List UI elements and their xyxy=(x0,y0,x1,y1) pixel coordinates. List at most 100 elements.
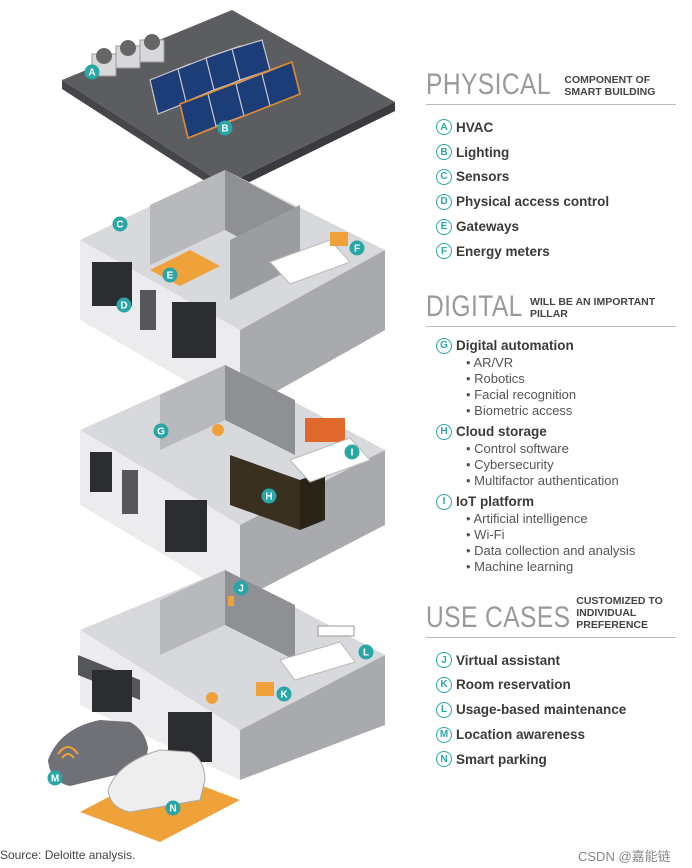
item-label: Physical access control xyxy=(456,194,610,210)
marker-a: A xyxy=(84,64,100,80)
letter-badge: L xyxy=(436,701,452,718)
cars xyxy=(48,720,240,842)
subitem: Biometric access xyxy=(466,403,676,419)
section-subtitle: WILL BE AN IMPORTANT PILLAR xyxy=(529,295,656,320)
letter-badge: E xyxy=(436,218,452,235)
svg-text:A: A xyxy=(88,68,95,79)
item-label: Virtual assistant xyxy=(456,652,561,668)
subitem-list: Control software Cybersecurity Multifact… xyxy=(466,441,676,489)
section-header: USE CASES CUSTOMIZED TO INDIVIDUAL PREFE… xyxy=(426,593,676,638)
letter-badge: H xyxy=(436,423,452,440)
letter-badge: F xyxy=(436,243,452,260)
subitem-list: AR/VR Robotics Facial recognition Biomet… xyxy=(466,355,676,419)
section-usecases: USE CASES CUSTOMIZED TO INDIVIDUAL PREFE… xyxy=(426,593,676,772)
item-label: Lighting xyxy=(456,144,510,160)
marker-h: H xyxy=(261,488,277,504)
marker-f: F xyxy=(349,240,365,256)
floor-ground xyxy=(78,570,385,780)
marker-j: J xyxy=(233,580,249,596)
marker-d: D xyxy=(116,297,132,313)
section-title: PHYSICAL xyxy=(426,68,551,101)
item-label: Digital automation xyxy=(456,338,574,354)
letter-badge: I xyxy=(436,493,452,510)
item-label: Usage-based maintenance xyxy=(456,702,627,718)
marker-k: K xyxy=(276,686,292,702)
subitem: Wi-Fi xyxy=(466,527,676,543)
item-label: Location awareness xyxy=(456,727,586,743)
svg-text:I: I xyxy=(351,448,354,459)
section-header: DIGITAL WILL BE AN IMPORTANT PILLAR xyxy=(426,282,676,327)
svg-text:J: J xyxy=(238,584,244,595)
subitem-list: Artificial intelligence Wi-Fi Data colle… xyxy=(466,511,676,575)
letter-badge: B xyxy=(436,144,452,161)
section-subtitle: COMPONENT OF SMART BUILDING xyxy=(564,74,656,98)
item-label: Room reservation xyxy=(456,677,571,693)
marker-n: N xyxy=(165,800,181,816)
subitem: Cybersecurity xyxy=(466,457,676,473)
item-label: Cloud storage xyxy=(456,424,547,440)
svg-text:D: D xyxy=(120,301,127,312)
letter-badge: A xyxy=(436,119,452,136)
subitem: Machine learning xyxy=(466,559,676,575)
letter-badge: M xyxy=(436,726,452,743)
watermark: CSDN @嘉能链 xyxy=(578,849,671,864)
svg-text:N: N xyxy=(169,804,176,815)
svg-text:B: B xyxy=(221,124,228,135)
letter-badge: K xyxy=(436,676,452,693)
item-label: Gateways xyxy=(456,219,520,235)
item-label: Sensors xyxy=(456,169,510,185)
subitem: AR/VR xyxy=(466,355,676,371)
smart-building-illustration: A B C D E F G H I J K L M N xyxy=(47,10,395,842)
marker-c: C xyxy=(112,216,128,232)
subitem: Facial recognition xyxy=(466,387,676,403)
section-title: DIGITAL xyxy=(426,289,523,323)
svg-text:M: M xyxy=(51,774,59,785)
marker-g: G xyxy=(153,423,169,439)
marker-l: L xyxy=(358,644,374,660)
marker-i: I xyxy=(344,444,360,460)
svg-text:C: C xyxy=(116,220,123,231)
section-header: PHYSICAL COMPONENT OF SMART BUILDING xyxy=(426,60,676,105)
source-note: Source: Deloitte analysis. xyxy=(0,848,136,862)
floor-middle xyxy=(80,365,385,600)
svg-text:E: E xyxy=(167,271,174,282)
marker-e: E xyxy=(162,267,178,283)
marker-b: B xyxy=(217,120,233,136)
svg-text:L: L xyxy=(363,648,369,659)
subitem: Multifactor authentication xyxy=(466,473,676,489)
subitem: Data collection and analysis xyxy=(466,543,676,559)
svg-text:H: H xyxy=(265,492,272,503)
letter-badge: N xyxy=(436,751,452,768)
marker-m: M xyxy=(47,770,63,786)
svg-text:G: G xyxy=(157,427,165,438)
item-label: HVAC xyxy=(456,119,494,135)
letter-badge: D xyxy=(436,193,452,210)
item-label: Smart parking xyxy=(456,751,547,767)
letter-badge: J xyxy=(436,652,452,669)
svg-text:K: K xyxy=(280,690,288,701)
roof xyxy=(62,10,395,200)
callout-markers: A B C D E F G H I J K L M N xyxy=(47,64,374,816)
item-label: IoT platform xyxy=(456,494,534,510)
svg-text:F: F xyxy=(354,244,360,255)
letter-badge: C xyxy=(436,168,452,185)
section-subtitle: CUSTOMIZED TO INDIVIDUAL PREFERENCE xyxy=(576,594,663,631)
subitem: Artificial intelligence xyxy=(466,511,676,527)
subitem: Robotics xyxy=(466,371,676,387)
